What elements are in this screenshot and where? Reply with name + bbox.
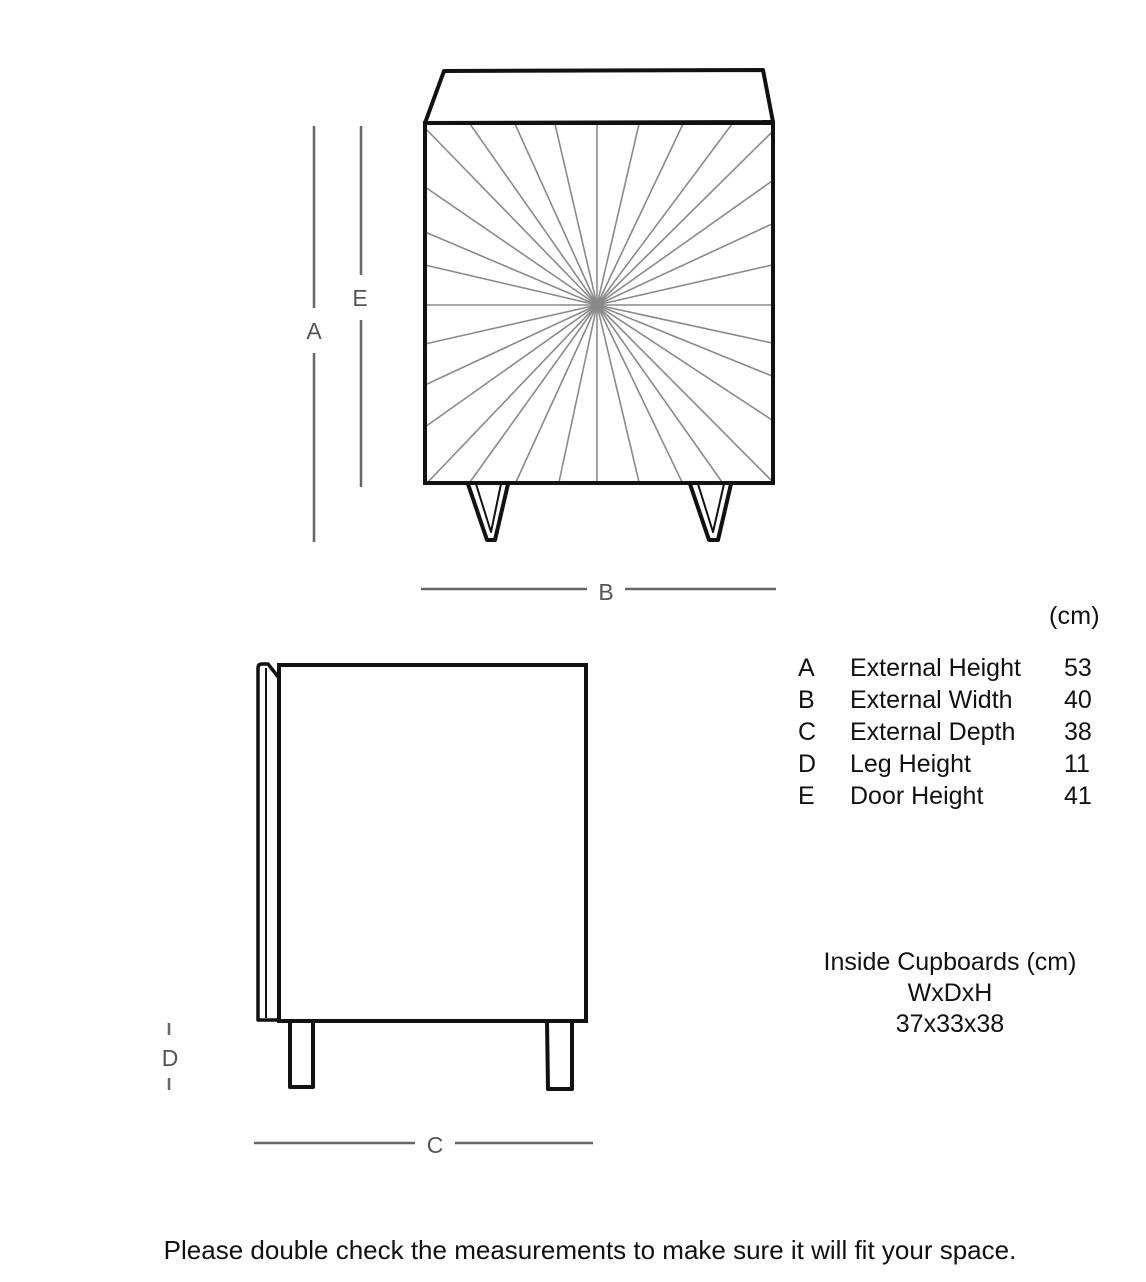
starburst-ray <box>469 123 598 306</box>
starburst-ray <box>427 304 598 483</box>
spec-row: D Leg Height 11 <box>798 748 1104 780</box>
front-leg-right <box>688 483 733 542</box>
dimension-label-e: E <box>352 285 367 311</box>
spec-letter: E <box>798 782 815 810</box>
spec-row: A External Height 53 <box>798 652 1104 684</box>
starburst-ray <box>596 304 640 483</box>
spec-letter: D <box>798 750 817 778</box>
starburst-ray <box>424 231 598 306</box>
side-view: D C <box>162 662 593 1158</box>
spec-name: External Width <box>850 686 1013 714</box>
starburst-ray <box>469 304 598 483</box>
unit-label: (cm) <box>1049 602 1100 630</box>
starburst-ray <box>596 304 723 483</box>
spec-value: 11 <box>1064 750 1090 778</box>
cabinet-top-surface <box>423 68 775 125</box>
dimension-label-a: A <box>306 318 322 344</box>
spec-name: Door Height <box>850 782 984 810</box>
cabinet-front-body <box>423 121 775 485</box>
starburst-ray <box>424 304 598 386</box>
side-leg-back <box>545 1021 574 1091</box>
starburst-ray <box>424 304 598 345</box>
spec-letter: A <box>798 654 815 682</box>
spec-letter: B <box>798 686 815 714</box>
starburst-ray <box>558 304 598 483</box>
starburst-ray <box>596 304 773 344</box>
starburst-ray <box>515 304 598 483</box>
side-leg-front <box>288 1022 315 1089</box>
starburst-ray <box>596 123 684 306</box>
starburst-ray <box>596 131 773 306</box>
spec-name: External Height <box>850 654 1021 682</box>
spec-name: Leg Height <box>850 750 971 778</box>
front-leg-left <box>466 483 510 542</box>
cabinet-side-body <box>277 663 588 1023</box>
starburst-ray <box>424 304 598 428</box>
starburst-ray <box>596 264 773 306</box>
front-view: A E B <box>306 68 776 605</box>
spec-value: 53 <box>1064 654 1092 682</box>
side-door-edge <box>256 662 281 1022</box>
specs-table: A External Height 53 B External Width 40… <box>798 652 1104 812</box>
starburst-ray <box>514 123 598 306</box>
dimension-label-c: C <box>427 1132 444 1158</box>
starburst-ray <box>596 304 773 377</box>
dimension-label-b: B <box>598 579 613 605</box>
starburst-ray <box>596 123 640 306</box>
footer-note: Please double check the measurements to … <box>163 1235 1017 1265</box>
spec-name: External Depth <box>850 718 1016 746</box>
starburst-ray <box>596 304 773 482</box>
starburst-ray <box>596 304 773 421</box>
inside-cupboards-title: Inside Cupboards (cm) <box>823 948 1077 976</box>
spec-value: 40 <box>1064 686 1092 714</box>
starburst-ray <box>424 127 598 306</box>
starburst-ray <box>596 123 733 306</box>
spec-letter: C <box>798 718 817 746</box>
inside-cupboards-value: 37x33x38 <box>895 1010 1005 1038</box>
starburst-door-pattern <box>424 123 773 483</box>
spec-value: 41 <box>1064 782 1092 810</box>
spec-value: 38 <box>1064 718 1092 746</box>
inside-cupboards-block: Inside Cupboards (cm) WxDxH 37x33x38 <box>800 947 1100 1040</box>
starburst-ray <box>554 123 598 306</box>
starburst-ray <box>424 264 598 306</box>
inside-cupboards-format: WxDxH <box>907 979 993 1007</box>
starburst-ray <box>424 186 598 306</box>
starburst-ray <box>596 180 773 306</box>
spec-row: C External Depth 38 <box>798 716 1104 748</box>
starburst-ray <box>596 223 773 306</box>
spec-row: E Door Height 41 <box>798 780 1104 812</box>
spec-row: B External Width 40 <box>798 684 1104 716</box>
starburst-ray <box>596 304 683 483</box>
dimension-label-d: D <box>162 1045 179 1071</box>
